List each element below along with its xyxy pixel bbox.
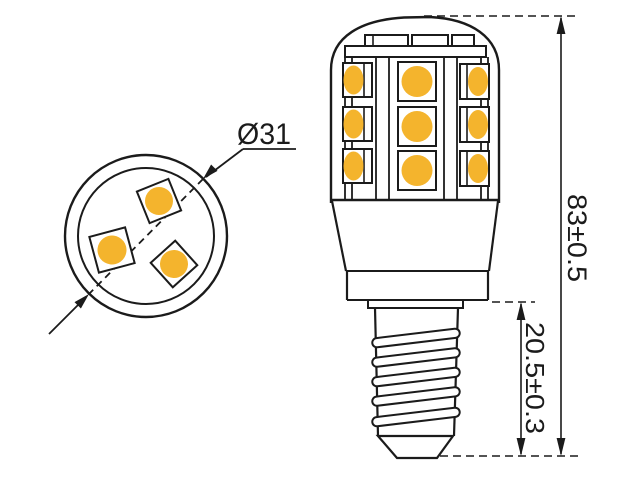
led-lens [468,110,488,139]
arrow-upper-right [203,164,218,179]
led-lens [468,154,488,183]
led-lens [401,111,433,142]
arrow-total-bottom [556,438,566,456]
led-lens [160,250,188,278]
lamp-top-view: Ø31 [48,118,296,335]
diameter-centerline [88,178,204,295]
screw-thread [371,327,461,428]
arrow-total-top [556,16,566,34]
drawing-root: Ø31 [48,15,592,460]
side-led-left [342,148,373,184]
top-led-edge [411,34,449,47]
side-led-right [459,150,490,187]
base-flange [367,299,464,309]
arrow-base-bottom [516,438,526,456]
led-lens [401,155,433,186]
body-band [345,271,490,301]
side-led-right [459,63,490,100]
side-led-right [459,106,490,143]
led-lens [343,151,364,181]
bulb-outline [329,15,501,203]
base-tip-cone [375,434,456,460]
body-taper [330,200,500,272]
led-lens [343,65,364,95]
led-lens [468,67,488,96]
led-chip [149,239,199,289]
led-lens [401,66,433,97]
top-led-edge [364,34,409,47]
led-lens [145,187,173,215]
total-height-label: 83±0.5 [562,194,592,282]
arrow-lower-left [74,294,89,309]
side-led-center [397,150,437,191]
base-height-label: 20.5±0.3 [520,322,550,434]
top-cap-bar [344,45,487,58]
side-led-left [342,62,373,98]
diameter-arrows [74,164,218,309]
side-led-center [397,106,437,147]
side-led-left [342,106,373,142]
led-lens [343,109,364,139]
arrow-base-top [516,302,526,320]
led-chip [88,226,136,274]
lamp-side-view [329,15,501,460]
side-led-center [397,61,437,102]
led-chip [135,177,183,225]
dimension-arrows [516,16,566,456]
dimension-annotations: 83±0.5 20.5±0.3 [424,15,592,457]
diameter-label: Ø31 [237,118,291,151]
led-lens [97,235,127,265]
top-led-edge [451,34,475,47]
